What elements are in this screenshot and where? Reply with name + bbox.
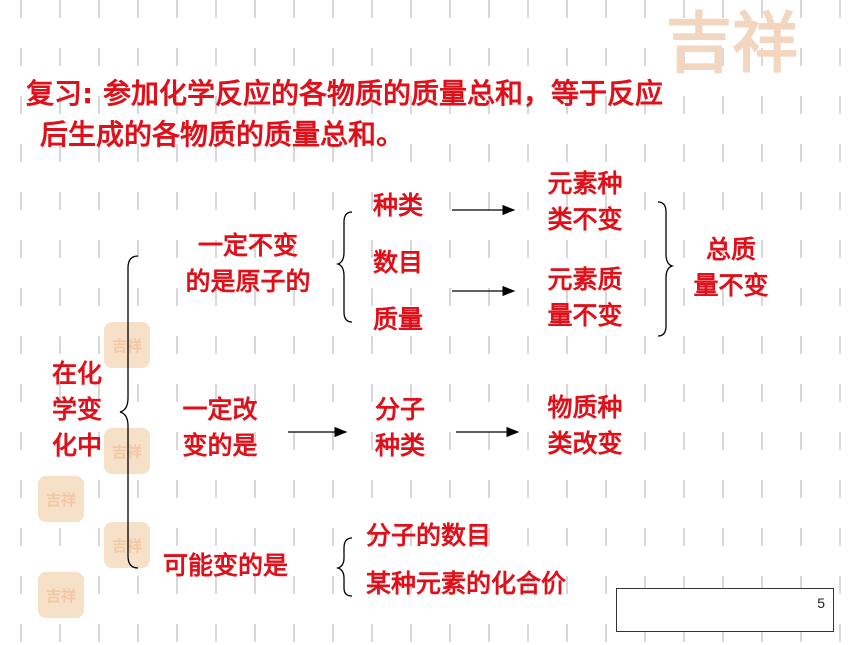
item-atom-mass: 质量 [373,305,424,334]
brace-maybe-items [335,537,353,597]
result-element-type-unchanged: 元素种 类不变 [547,169,623,234]
item-valence: 某种元素的化合价 [366,569,567,598]
seal-stamp: 吉祥 [104,322,150,368]
result-substance-type-changed: 物质种 类改变 [547,393,623,458]
item-molecule-count: 分子的数目 [366,521,492,550]
review-line-1: 复习: 参加化学反应的各物质的质量总和，等于反应 [26,77,663,110]
review-line-2: 后生成的各物质的质量总和。 [40,118,405,151]
watermark-auspicious: 吉祥 [666,4,798,82]
result-total-mass-unchanged: 总质 量不变 [693,235,769,300]
seal-stamp: 吉祥 [38,476,84,522]
item-atom-count: 数目 [373,248,424,277]
brace-total [657,201,675,337]
page-number: 5 [817,595,825,611]
seal-stamp: 吉祥 [104,428,150,474]
page-number-box: 5 [616,588,834,632]
label-may-change: 可能变的是 [163,551,289,580]
result-element-mass-unchanged: 元素质 量不变 [547,265,623,330]
label-always-unchanged: 一定不变 的是原子的 [185,231,311,296]
brace-root [119,255,139,569]
label-always-changed: 一定改 变的是 [182,395,258,460]
brace-atom-items [335,211,353,323]
item-atom-type: 种类 [373,191,424,220]
root-in-chemical-change: 在化 学变 化中 [51,359,102,460]
item-molecule-type: 分子 种类 [374,395,425,460]
seal-stamp: 吉祥 [38,572,84,618]
seal-stamp: 吉祥 [104,522,150,568]
